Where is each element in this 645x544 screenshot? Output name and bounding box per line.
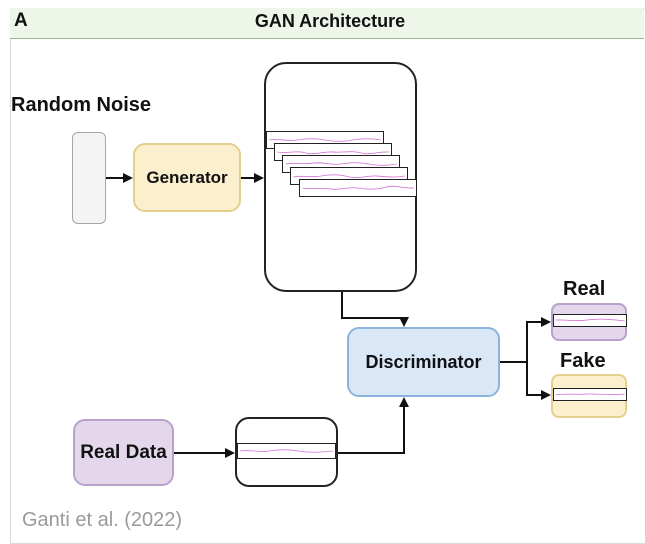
real-data-box: Real Data: [73, 419, 174, 486]
output-fake-strip: [553, 388, 627, 401]
noise-vector: [72, 132, 106, 224]
output-real-label: Real: [563, 278, 606, 300]
output-real-strip: [553, 314, 627, 327]
output-fake-label: Fake: [560, 350, 606, 372]
panel-letter: A: [14, 10, 28, 31]
generator-box: Generator: [133, 143, 241, 212]
real-sample-strip: [237, 443, 336, 459]
credit-text: Ganti et al. (2022): [22, 509, 183, 531]
random-noise-label: Random Noise: [11, 94, 152, 116]
discriminator-box: Discriminator: [347, 327, 500, 397]
diagram-title: GAN Architecture: [254, 11, 406, 31]
panel-header: [10, 8, 644, 39]
generated-sample-strip: [299, 179, 417, 197]
